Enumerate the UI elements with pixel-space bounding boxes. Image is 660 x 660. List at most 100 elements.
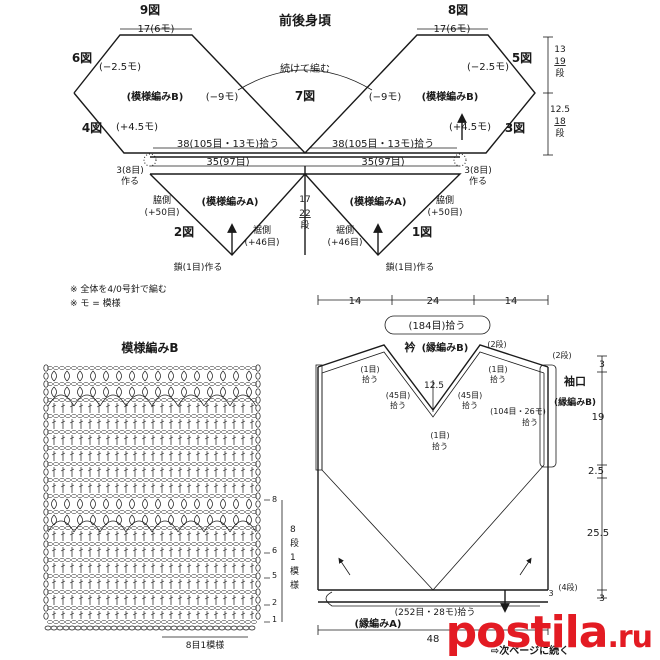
hem-3: 3 <box>548 589 553 598</box>
fig6-label: 6図 <box>72 51 92 65</box>
watermark-logo: postila.ru <box>445 607 653 658</box>
repeat-width: 8目1模様 <box>186 639 224 651</box>
height-18: 18 <box>554 117 566 127</box>
collar-edge-b: (縁編みB) <box>422 341 469 354</box>
center-22-rows: 段 <box>300 219 309 231</box>
minus9-right: (−9モ) <box>369 92 402 103</box>
hem-right-2: (+46目) <box>327 237 362 248</box>
height-18-rows: 段 <box>555 127 564 139</box>
note-abbrev: ※ モ = 模様 <box>70 297 121 309</box>
width-35-left: 35(97目) <box>206 157 249 168</box>
height-13: 13 <box>554 45 565 55</box>
decrease-right: (−2.5モ) <box>467 62 509 73</box>
make3-left-2: 作る <box>121 175 139 187</box>
fig5-label: 5図 <box>512 51 532 65</box>
row-1: 1 <box>272 615 277 624</box>
center-22: 22 <box>299 209 310 219</box>
hem-4-rows: (4段) <box>558 582 577 592</box>
row-2: 2 <box>272 598 277 607</box>
hem-left-2: (+46目) <box>244 237 279 248</box>
side-right-2: (+50目) <box>427 207 462 218</box>
p45-left: (45目) <box>386 391 410 400</box>
fig9-label: 9図 <box>140 3 160 17</box>
fig7-label: 7図 <box>295 89 315 103</box>
make3-right: 3(8目) <box>464 165 491 176</box>
pattern-b-left: (模様編みB) <box>127 90 184 103</box>
collar-label: 衿 <box>405 340 416 354</box>
v-dim-3-bottom: 3 <box>599 594 605 604</box>
fig1-label: 1図 <box>412 225 432 239</box>
row-8: 8 <box>272 495 277 504</box>
fig8-label: 8図 <box>448 3 468 17</box>
repeat-one: 1 <box>290 553 296 563</box>
collar-depth: 12.5 <box>424 381 444 391</box>
dim-24: 24 <box>427 296 440 307</box>
note-needle: ※ 全体を4/0号針で編む <box>70 283 167 295</box>
make3-left: 3(8目) <box>116 165 143 176</box>
armhole-pick-2: 拾う <box>522 417 538 427</box>
p45-right-2: 拾う <box>462 400 478 410</box>
vest-schematic <box>315 295 607 635</box>
pattern-a-right: (模様編みA) <box>350 195 407 208</box>
fig3-label: 3図 <box>505 121 525 135</box>
dim-48: 48 <box>427 634 440 645</box>
height-12-5: 12.5 <box>550 105 570 115</box>
cuff-2-rows: (2段) <box>552 350 571 360</box>
join-mark-right <box>453 153 467 167</box>
watermark-main: postila <box>445 607 609 658</box>
fig4-label: 4図 <box>82 121 102 135</box>
continued-note: ⇨次ページに続く <box>491 644 569 657</box>
one-right-2: 拾う <box>490 374 506 384</box>
repeat-rows: 段 <box>290 537 299 549</box>
center-one-2: 拾う <box>432 441 448 451</box>
one-left: (1目) <box>360 365 379 374</box>
v-dim-25-5: 25.5 <box>587 528 609 539</box>
hem-right: 裾側 <box>336 224 354 236</box>
side-left-2: (+50目) <box>144 207 179 218</box>
row-5: 5 <box>272 571 277 580</box>
make3-right-2: 作る <box>469 175 487 187</box>
page-title: 前後身頃 <box>279 13 332 29</box>
row-6: 6 <box>272 546 277 555</box>
height-19: 19 <box>554 57 566 67</box>
collar-pick: (184目)拾う <box>409 319 466 332</box>
watermark-tld: .ru <box>607 620 653 655</box>
cuff-label: 袖口 <box>564 374 586 388</box>
height-19-rows: 段 <box>555 67 564 79</box>
dim-14-left: 14 <box>349 296 362 307</box>
pick-right: 38(105目・13モ)拾う <box>332 137 434 150</box>
v-dim-3: 3 <box>599 360 605 370</box>
dim-14-right: 14 <box>505 296 518 307</box>
width-17-right: 17(6モ) <box>434 24 471 35</box>
v-dim-2-5: 2.5 <box>588 466 604 477</box>
center-17: 17 <box>299 195 310 205</box>
p45-left-2: 拾う <box>390 400 406 410</box>
hem-left: 裾側 <box>253 224 271 236</box>
chain-right: 鎖(1目)作る <box>386 261 435 273</box>
chain-left: 鎖(1目)作る <box>174 261 223 273</box>
fig2-label: 2図 <box>174 225 194 239</box>
pattern-b-title: 模様編みB <box>121 340 178 355</box>
repeat-8: 8 <box>290 525 296 535</box>
pattern-b-right: (模様編みB) <box>422 90 479 103</box>
pick-left: 38(105目・13モ)拾う <box>177 137 279 150</box>
center-one: (1目) <box>430 431 449 440</box>
decrease-left: (−2.5モ) <box>99 62 141 73</box>
width-35-right: 35(97目) <box>361 157 404 168</box>
join-mark-left <box>143 153 157 167</box>
p45-right: (45目) <box>458 391 482 400</box>
increase-left: (+4.5モ) <box>116 122 158 133</box>
pattern-a-left: (模様編みA) <box>202 195 259 208</box>
repeat-yo: 様 <box>290 579 299 591</box>
side-left: 脇側 <box>153 194 171 206</box>
continue-label: 続けて編む <box>280 62 330 75</box>
stitch-chart <box>43 364 270 631</box>
side-right: 脇側 <box>436 194 454 206</box>
one-right: (1目) <box>488 365 507 374</box>
hem-pick: (252目・28モ)拾う <box>395 606 476 618</box>
hem-edge-a: (縁編みA) <box>355 617 402 630</box>
one-left-2: 拾う <box>362 374 378 384</box>
increase-right: (+4.5モ) <box>449 122 491 133</box>
minus9-left: (−9モ) <box>206 92 239 103</box>
